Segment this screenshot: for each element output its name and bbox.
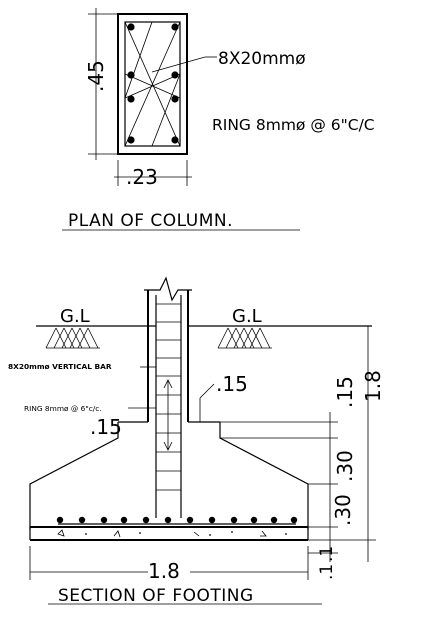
column-rings [156, 303, 181, 491]
bar-dot [171, 71, 179, 79]
section-title: SECTION OF FOOTING [58, 586, 254, 606]
bottom-mesh-dots [56, 516, 298, 524]
footing-left-outline [29, 422, 119, 530]
concrete-aggregate [57, 529, 287, 538]
footing-right-outline [219, 422, 309, 530]
dim-18-height: 1.8 [361, 370, 385, 402]
dim-030-lower: .30 [331, 494, 355, 526]
plan-dim-width: .23 [126, 165, 158, 189]
bar-dot [127, 95, 135, 103]
bar-dot [171, 95, 179, 103]
ring-ties [124, 21, 181, 147]
column-bars [127, 23, 179, 144]
bar-leader [151, 56, 206, 73]
dim-015-vertical: .15 [333, 376, 357, 408]
plan-of-column: 8X20mmø RING 8mmø @ 6"C/C .45 .23 PLAN O… [62, 8, 375, 231]
dim-015-left: .15 [90, 415, 122, 439]
bar-dot [127, 23, 135, 31]
plan-bar-label: 8X20mmø [218, 49, 306, 69]
dim-18-width: 1.8 [148, 559, 180, 583]
ground-hatch-left [45, 327, 100, 349]
dim-015-right-leader [199, 383, 215, 399]
vertical-bar-label: 8X20mmø VERTICAL BAR [8, 362, 112, 371]
plan-ring-label: RING 8mmø @ 6"C/C [212, 116, 375, 134]
ring-label-section: RING 8mmø @ 6"c/c. [24, 404, 102, 413]
column-outline [117, 13, 188, 155]
section-of-footing: G.L G.L [8, 276, 385, 606]
bar-dot [171, 136, 179, 144]
bar-dot [171, 23, 179, 31]
dim-1-b: .1 [317, 564, 337, 580]
column-break-symbol [144, 276, 192, 302]
ground-hatch-right [217, 327, 272, 349]
dim-1-a: .1 [317, 546, 337, 562]
plan-title: PLAN OF COLUMN. [68, 211, 233, 231]
gl-right-label: G.L [232, 306, 262, 327]
ring-outline [124, 21, 181, 147]
bar-dot [127, 136, 135, 144]
gl-left-label: G.L [60, 306, 90, 327]
dim-015-right: .15 [216, 372, 248, 396]
dim-030-upper: .30 [333, 450, 357, 482]
bar-dot [127, 71, 135, 79]
plan-dim-height: .45 [84, 60, 108, 92]
